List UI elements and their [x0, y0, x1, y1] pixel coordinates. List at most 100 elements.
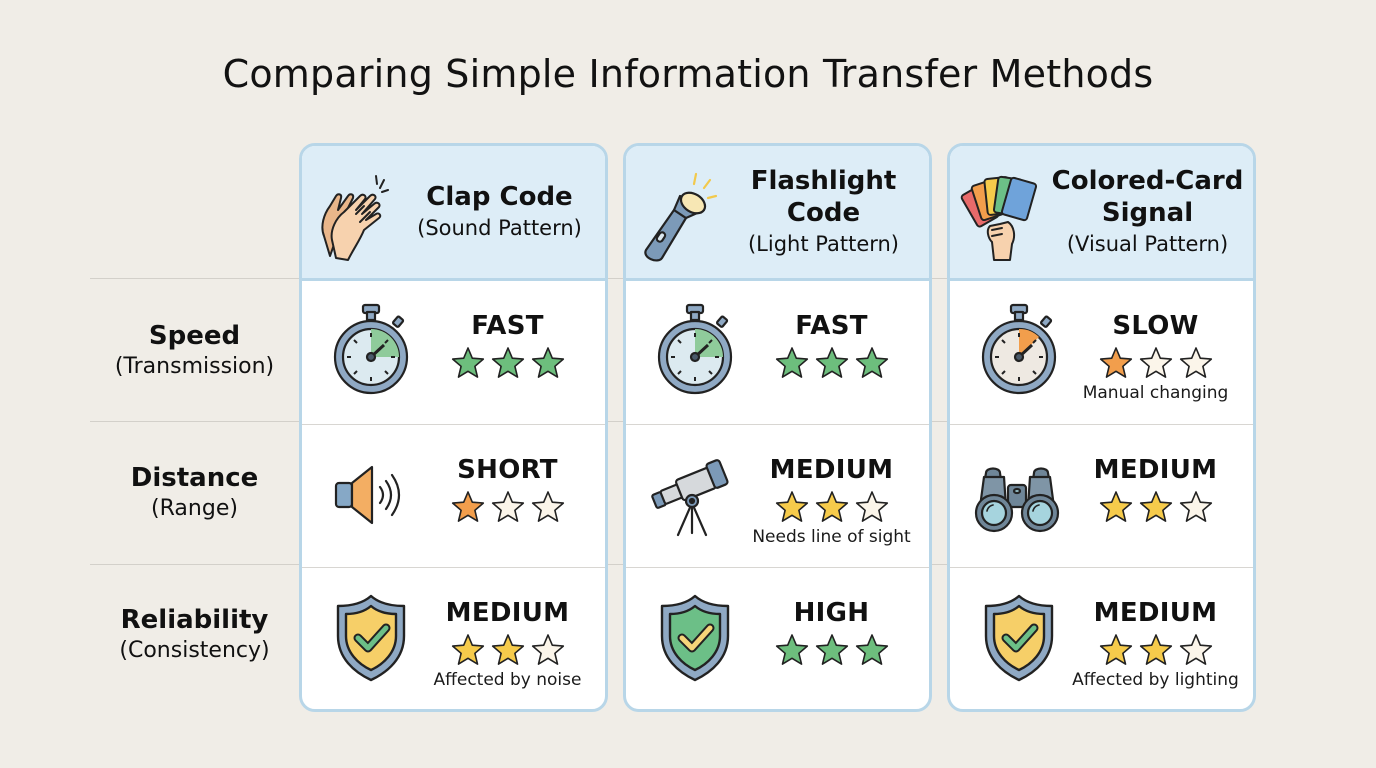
cell-reliability: MEDIUM Affected by lighting: [950, 567, 1253, 709]
method-name-line1: Colored-Card: [1051, 166, 1244, 196]
cell-distance: MEDIUM Needs line of sight: [626, 424, 929, 567]
rating-block: FAST: [738, 309, 925, 381]
rating-block: MEDIUM Needs line of sight: [738, 453, 925, 548]
rating-label: MEDIUM: [445, 598, 570, 628]
rating-note: Affected by lighting: [1072, 670, 1239, 690]
rating-block: FAST: [414, 309, 601, 381]
row-label-title: Distance: [130, 463, 259, 493]
star-filled-icon: [814, 345, 850, 381]
card-title-block: Clap Code (Sound Pattern): [398, 146, 601, 278]
star-filled-icon: [1098, 489, 1134, 525]
star-rating: [414, 345, 601, 381]
star-filled-icon: [450, 489, 486, 525]
shield-check-icon: [976, 590, 1062, 682]
star-empty-icon: [530, 632, 566, 668]
rating-label: MEDIUM: [1093, 598, 1218, 628]
star-empty-icon: [530, 489, 566, 525]
star-filled-icon: [530, 345, 566, 381]
rating-label: HIGH: [793, 598, 870, 628]
card-header: Clap Code (Sound Pattern): [302, 146, 605, 281]
rating-block: MEDIUM: [1062, 453, 1249, 525]
star-filled-icon: [450, 345, 486, 381]
star-rating: [738, 489, 925, 525]
star-filled-icon: [1098, 632, 1134, 668]
stopwatch-icon: [652, 303, 738, 395]
star-empty-icon: [490, 489, 526, 525]
star-empty-icon: [1138, 345, 1174, 381]
star-rating: [1062, 632, 1249, 668]
method-name-line2: Code: [786, 198, 861, 228]
star-rating: [1062, 489, 1249, 525]
cell-distance: SHORT: [302, 424, 605, 567]
cell-reliability: HIGH: [626, 567, 929, 709]
rating-label: SLOW: [1112, 311, 1199, 341]
method-name-line1: Flashlight: [750, 166, 897, 196]
star-empty-icon: [1178, 489, 1214, 525]
cell-reliability: MEDIUM Affected by noise: [302, 567, 605, 709]
rating-block: MEDIUM Affected by noise: [414, 596, 601, 691]
star-rating: [738, 632, 925, 668]
star-filled-icon: [854, 345, 890, 381]
row-label-reliability: Reliability (Consistency): [90, 604, 299, 666]
method-card-colored-card-signal: Colored-Card Signal (Visual Pattern): [947, 143, 1256, 712]
row-label-title: Speed: [148, 321, 241, 351]
rating-label: MEDIUM: [1093, 455, 1218, 485]
rating-note: Manual changing: [1082, 383, 1229, 403]
shield-check-icon: [328, 590, 414, 682]
card-title-block: Flashlight Code (Light Pattern): [722, 146, 925, 278]
method-pattern: (Sound Pattern): [417, 216, 582, 240]
method-name-line2: Signal: [1101, 198, 1194, 228]
cell-speed: FAST: [302, 281, 605, 424]
star-empty-icon: [1178, 345, 1214, 381]
star-rating: [414, 632, 601, 668]
star-filled-icon: [814, 489, 850, 525]
star-filled-icon: [774, 345, 810, 381]
star-filled-icon: [854, 632, 890, 668]
stopwatch-icon: [976, 303, 1062, 395]
stopwatch-icon: [328, 303, 414, 395]
star-filled-icon: [814, 632, 850, 668]
rating-label: FAST: [795, 311, 868, 341]
rating-label: MEDIUM: [769, 455, 894, 485]
card-title-block: Colored-Card Signal (Visual Pattern): [1046, 146, 1249, 278]
rating-label: FAST: [471, 311, 544, 341]
star-filled-icon: [1138, 632, 1174, 668]
card-header: Colored-Card Signal (Visual Pattern): [950, 146, 1253, 281]
rating-note: Needs line of sight: [752, 527, 911, 547]
clapping-hands-icon: [314, 166, 398, 262]
cell-speed: FAST: [626, 281, 929, 424]
star-rating: [738, 345, 925, 381]
star-filled-icon: [450, 632, 486, 668]
method-name: Clap Code: [426, 182, 573, 212]
star-filled-icon: [1138, 489, 1174, 525]
row-label-subtitle: (Range): [151, 496, 238, 521]
method-card-clap-code: Clap Code (Sound Pattern): [299, 143, 608, 712]
method-card-flashlight-code: Flashlight Code (Light Pattern): [623, 143, 932, 712]
row-label-distance: Distance (Range): [90, 462, 299, 524]
star-empty-icon: [1178, 632, 1214, 668]
row-label-speed: Speed (Transmission): [90, 320, 299, 382]
card-header: Flashlight Code (Light Pattern): [626, 146, 929, 281]
row-label-title: Reliability: [120, 605, 269, 635]
star-empty-icon: [854, 489, 890, 525]
rating-block: SLOW Manual changing: [1062, 309, 1249, 404]
method-pattern: (Visual Pattern): [1066, 232, 1229, 256]
star-filled-icon: [490, 345, 526, 381]
colored-cards-icon: [960, 166, 1044, 262]
rating-block: HIGH: [738, 596, 925, 668]
rating-label: SHORT: [457, 455, 558, 485]
star-rating: [1062, 345, 1249, 381]
telescope-icon: [648, 447, 734, 539]
cell-distance: MEDIUM: [950, 424, 1253, 567]
speaker-icon: [328, 447, 414, 539]
star-filled-icon: [1098, 345, 1134, 381]
rating-block: MEDIUM Affected by lighting: [1062, 596, 1249, 691]
star-rating: [414, 489, 601, 525]
star-filled-icon: [490, 632, 526, 668]
row-label-subtitle: (Consistency): [119, 638, 270, 663]
page-title: Comparing Simple Information Transfer Me…: [222, 52, 1154, 96]
cell-speed: SLOW Manual changing: [950, 281, 1253, 424]
flashlight-icon: [638, 166, 722, 262]
binoculars-icon: [972, 447, 1060, 539]
row-label-subtitle: (Transmission): [114, 354, 275, 379]
